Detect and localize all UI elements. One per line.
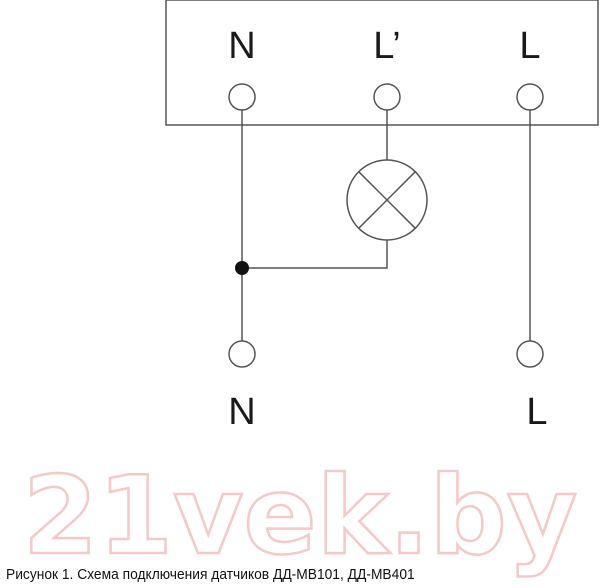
lamp-icon <box>346 159 428 241</box>
terminal-label-bottom-l: L <box>526 391 547 433</box>
watermark-text: 21vek.by <box>23 454 578 579</box>
terminal-bottom-n <box>228 340 256 368</box>
junction-dot <box>235 261 249 275</box>
terminal-label-top-n: N <box>228 25 255 67</box>
terminal-label-top-l-prime: L’ <box>373 25 400 67</box>
figure-caption: Рисунок 1. Схема подключения датчиков ДД… <box>6 566 415 583</box>
terminal-label-bottom-n: N <box>228 391 255 433</box>
terminal-top-l-prime <box>373 83 401 111</box>
terminal-top-l <box>516 83 544 111</box>
terminal-top-n <box>228 83 256 111</box>
terminal-label-top-l: L <box>519 25 540 67</box>
sensor-housing-box <box>165 0 599 126</box>
wire-lamp-to-junction <box>242 240 388 269</box>
terminal-bottom-l <box>516 340 544 368</box>
